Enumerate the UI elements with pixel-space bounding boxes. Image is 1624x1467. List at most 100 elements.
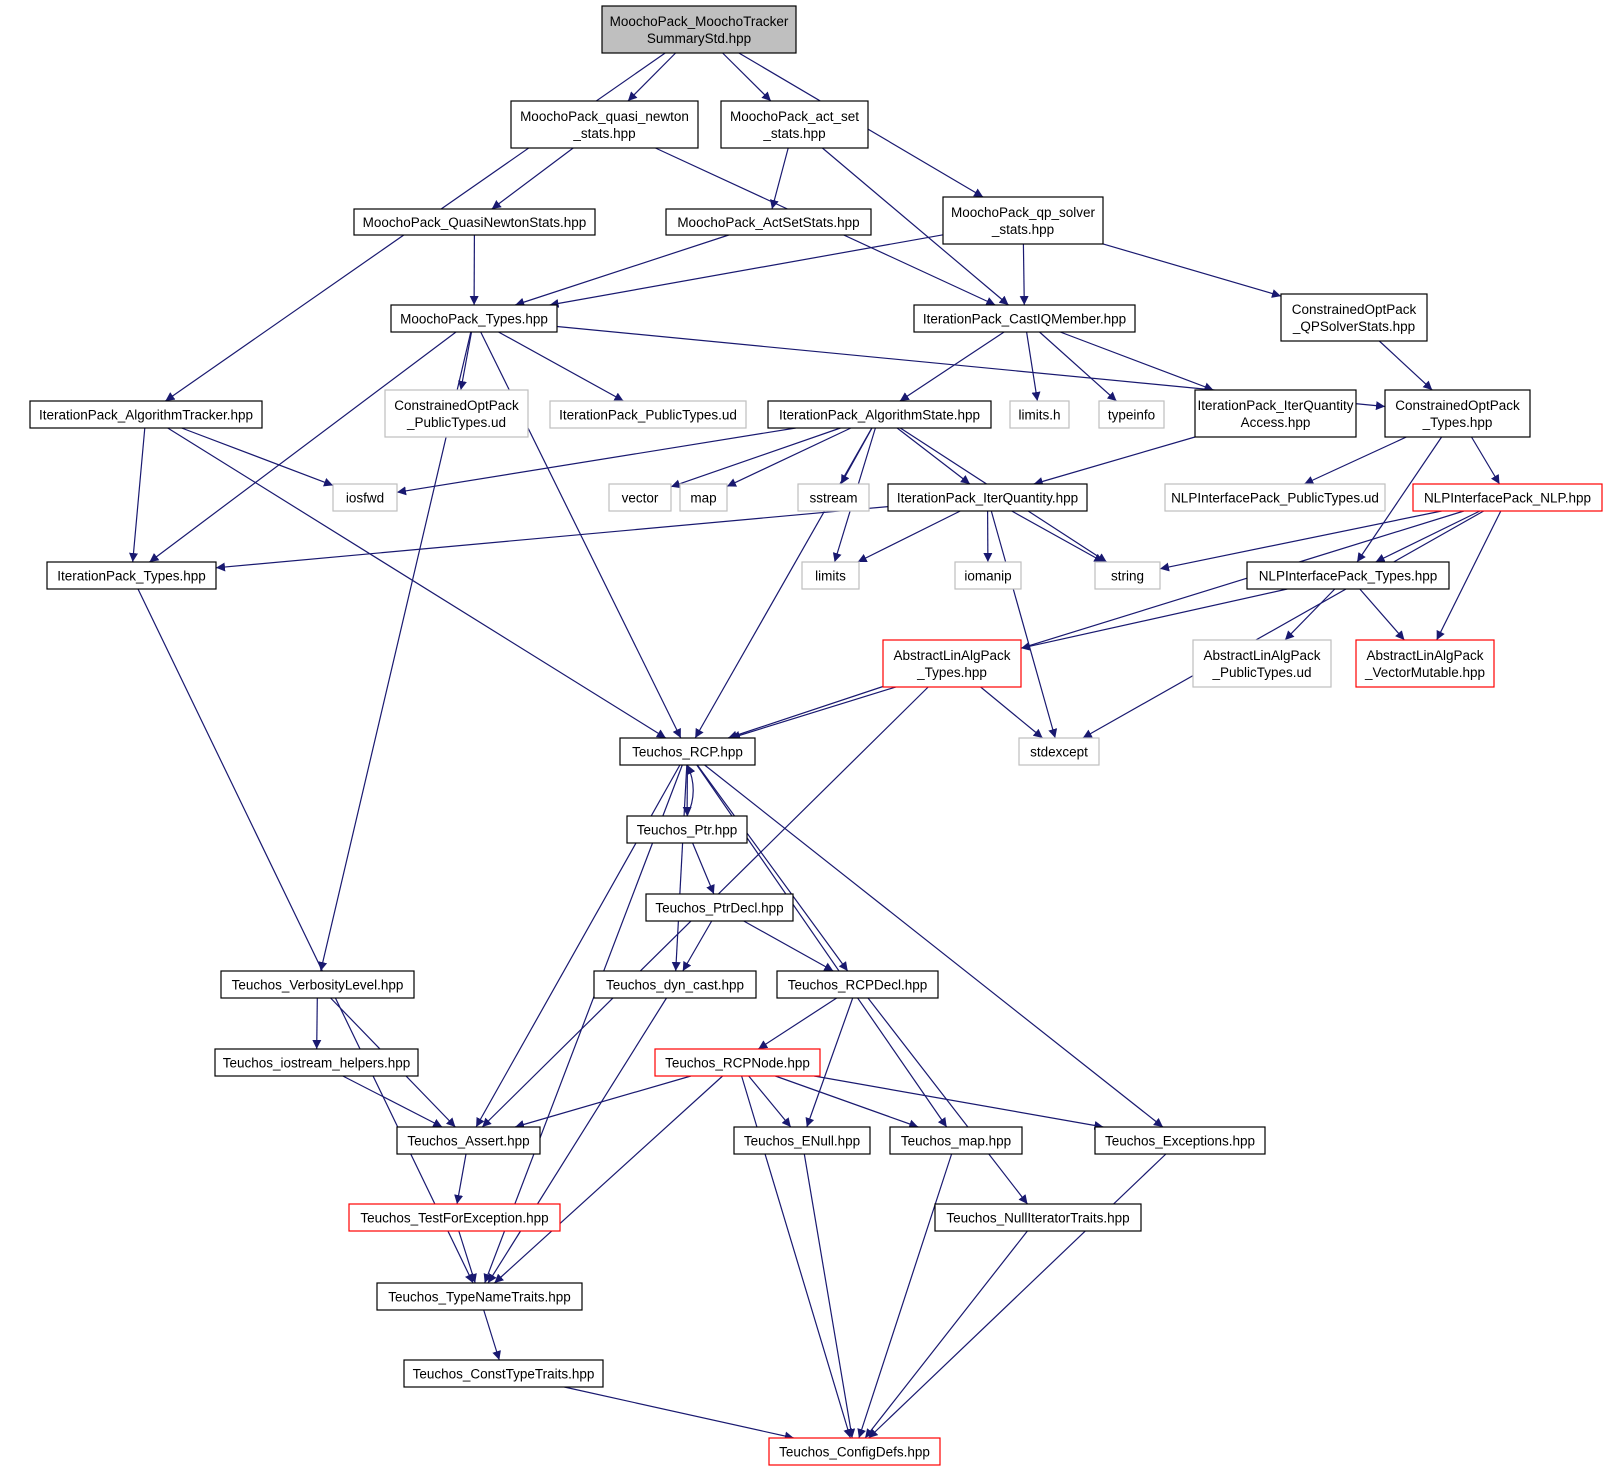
node-VerbLevel[interactable]: Teuchos_VerbosityLevel.hpp: [220, 970, 415, 999]
node-label: Teuchos_VerbosityLevel.hpp: [232, 978, 404, 993]
node-box: [887, 483, 1088, 512]
node-typeinfo[interactable]: typeinfo: [1098, 400, 1165, 429]
node-sstream[interactable]: sstream: [797, 483, 870, 512]
edge-RCP-to-tmap: [696, 764, 948, 1128]
edge-AlgState-to-vector: [670, 427, 841, 489]
edge-iohelpers-to-Assert: [342, 1075, 443, 1128]
edge-CastIQ-to-limits_h: [1026, 331, 1041, 402]
node-NLP[interactable]: NLPInterfacePack_NLP.hpp: [1412, 483, 1603, 512]
node-box: [384, 389, 529, 438]
edge-RCPDecl-to-NullIter: [867, 997, 1028, 1205]
node-map[interactable]: map: [679, 483, 728, 512]
node-ActSetStats[interactable]: MoochoPack_ActSetStats.hpp: [665, 208, 872, 236]
node-Assert[interactable]: Teuchos_Assert.hpp: [396, 1126, 541, 1155]
node-ALAVecMut[interactable]: AbstractLinAlgPack_VectorMutable.hpp: [1355, 639, 1495, 688]
node-qn_stats[interactable]: MoochoPack_quasi_newton_stats.hpp: [510, 100, 699, 149]
edge-NLP-to-NLPTypes: [1375, 510, 1481, 563]
node-IterQuantity[interactable]: IterationPack_IterQuantity.hpp: [887, 483, 1088, 512]
node-label: IterationPack_AlgorithmTracker.hpp: [39, 408, 253, 423]
node-qp_solver_stats[interactable]: MoochoPack_qp_solver_stats.hpp: [942, 196, 1104, 245]
node-act_set_stats[interactable]: MoochoPack_act_set_stats.hpp: [720, 100, 869, 149]
node-ConstType[interactable]: Teuchos_ConstTypeTraits.hpp: [403, 1359, 604, 1388]
node-COTypes[interactable]: ConstrainedOptPack_Types.hpp: [1384, 389, 1531, 438]
node-vector[interactable]: vector: [608, 483, 672, 512]
node-stdexcept[interactable]: stdexcept: [1018, 737, 1100, 766]
node-box: [1194, 389, 1357, 438]
node-box: [403, 1359, 604, 1388]
edge-COTypes-to-NLP: [1470, 436, 1501, 485]
node-label: Teuchos_RCPNode.hpp: [665, 1056, 810, 1071]
node-TypeName[interactable]: Teuchos_TypeNameTraits.hpp: [376, 1282, 583, 1311]
node-RCPDecl[interactable]: Teuchos_RCPDecl.hpp: [776, 970, 939, 999]
node-limits_h[interactable]: limits.h: [1009, 400, 1070, 429]
edge-act_set_stats-to-ActSetStats: [769, 147, 789, 210]
node-CastIQ[interactable]: IterationPack_CastIQMember.hpp: [913, 304, 1136, 333]
node-iohelpers[interactable]: Teuchos_iostream_helpers.hpp: [214, 1048, 419, 1077]
node-IPTypes[interactable]: IterationPack_Types.hpp: [46, 561, 217, 590]
node-label: AbstractLinAlgPack: [1366, 648, 1483, 663]
edge-qp_solver_stats-to-COQPSolverStats: [1102, 243, 1282, 298]
edge-root-to-act_set_stats: [722, 52, 772, 102]
node-RCPNode[interactable]: Teuchos_RCPNode.hpp: [654, 1048, 821, 1077]
node-dyncast[interactable]: Teuchos_dyn_cast.hpp: [593, 970, 757, 999]
edge-AlgTracker-to-RCP: [167, 427, 667, 739]
node-PtrDecl[interactable]: Teuchos_PtrDecl.hpp: [645, 893, 794, 922]
node-ENull[interactable]: Teuchos_ENull.hpp: [733, 1126, 871, 1155]
node-box: [801, 561, 860, 590]
node-label: IterationPack_Types.hpp: [57, 569, 206, 584]
node-box: [1246, 561, 1450, 590]
node-label: Teuchos_TypeNameTraits.hpp: [388, 1290, 571, 1305]
node-MPTypes[interactable]: MoochoPack_Types.hpp: [390, 304, 558, 333]
node-QuasiNewtonStats[interactable]: MoochoPack_QuasiNewtonStats.hpp: [353, 208, 596, 236]
node-string[interactable]: string: [1094, 561, 1161, 590]
node-label: iosfwd: [346, 491, 384, 506]
edge-COTypes-to-NLPTypes: [1356, 436, 1443, 563]
node-AlgTracker[interactable]: IterationPack_AlgorithmTracker.hpp: [29, 400, 263, 429]
edge-RCPNode-to-ConfigDefs: [741, 1075, 853, 1439]
edge-MPTypes-to-IPTypes: [149, 331, 457, 563]
edge-IterQuantity-to-stdexcept: [990, 510, 1058, 739]
node-IPPublicTypes[interactable]: IterationPack_PublicTypes.ud: [549, 400, 747, 429]
node-NullIter[interactable]: Teuchos_NullIteratorTraits.hpp: [934, 1203, 1142, 1232]
node-iomanip[interactable]: iomanip: [954, 561, 1022, 590]
node-tmap[interactable]: Teuchos_map.hpp: [889, 1126, 1023, 1155]
edge-root-to-qn_stats: [627, 52, 677, 102]
node-AlgState[interactable]: IterationPack_AlgorithmState.hpp: [767, 400, 992, 429]
node-label: Access.hpp: [1241, 415, 1311, 430]
node-Ptr[interactable]: Teuchos_Ptr.hpp: [626, 815, 748, 844]
node-label: Teuchos_NullIteratorTraits.hpp: [946, 1211, 1129, 1226]
node-Exceptions[interactable]: Teuchos_Exceptions.hpp: [1094, 1126, 1266, 1155]
node-label: iomanip: [964, 569, 1011, 584]
node-box: [942, 196, 1104, 245]
node-TestForExc[interactable]: Teuchos_TestForException.hpp: [348, 1203, 561, 1232]
node-box: [1094, 561, 1161, 590]
node-RCP[interactable]: Teuchos_RCP.hpp: [619, 737, 756, 766]
node-ConfigDefs[interactable]: Teuchos_ConfigDefs.hpp: [768, 1437, 941, 1466]
node-box: [768, 1437, 941, 1466]
edge-act_set_stats-to-CastIQ: [822, 147, 1009, 306]
edge-IQAccess-to-IterQuantity: [1033, 436, 1196, 486]
node-label: map: [690, 491, 716, 506]
node-COQPSolverStats[interactable]: ConstrainedOptPack_QPSolverStats.hpp: [1280, 293, 1428, 342]
node-NLPPublicTypes[interactable]: NLPInterfacePack_PublicTypes.ud: [1164, 483, 1386, 512]
node-iosfwd[interactable]: iosfwd: [332, 483, 398, 512]
node-box: [882, 639, 1022, 688]
node-label: IterationPack_AlgorithmState.hpp: [779, 408, 980, 423]
node-NLPTypes[interactable]: NLPInterfacePack_Types.hpp: [1246, 561, 1450, 590]
node-label: IterationPack_IterQuantity.hpp: [897, 491, 1078, 506]
node-label: Teuchos_RCPDecl.hpp: [788, 978, 928, 993]
node-COPublicTypes[interactable]: ConstrainedOptPack_PublicTypes.ud: [384, 389, 529, 438]
node-limits[interactable]: limits: [801, 561, 860, 590]
edge-IterQuantity-to-string: [1011, 510, 1104, 563]
node-ALATypes[interactable]: AbstractLinAlgPack_Types.hpp: [882, 639, 1022, 688]
node-box: [776, 970, 939, 999]
node-box: [1355, 639, 1495, 688]
edge-RCPNode-to-ENull: [748, 1075, 792, 1128]
node-box: [1098, 400, 1165, 429]
node-box: [733, 1126, 871, 1155]
node-box: [645, 893, 794, 922]
edge-qp_solver_stats-to-CastIQ: [1019, 243, 1029, 306]
node-ALAPublicTypes[interactable]: AbstractLinAlgPack_PublicTypes.ud: [1192, 639, 1332, 688]
